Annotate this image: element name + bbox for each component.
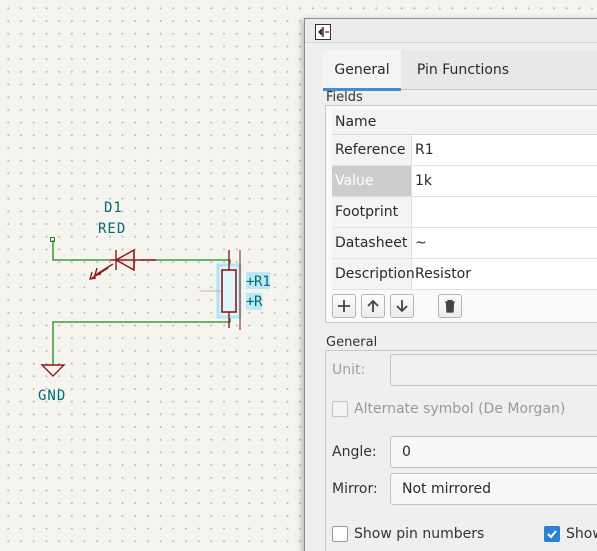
- tab-general[interactable]: General: [323, 50, 401, 91]
- field-name-cell[interactable]: Reference: [332, 135, 412, 165]
- field-value-cell[interactable]: Resistor: [415, 266, 471, 282]
- delete-field-icon: [445, 299, 455, 313]
- move-up-icon: [367, 299, 379, 312]
- resistor-symbol[interactable]: [200, 250, 242, 330]
- show-pin-names-label: Show: [566, 526, 597, 542]
- field-value-cell[interactable]: 1k: [412, 166, 597, 196]
- diode-reference-label[interactable]: D1: [104, 200, 123, 216]
- wires[interactable]: [52, 240, 231, 365]
- add-field-button[interactable]: [332, 294, 356, 318]
- field-name-cell[interactable]: Description: [332, 259, 415, 289]
- wire-diode-anode[interactable]: [52, 240, 110, 261]
- led-symbol[interactable]: [89, 248, 156, 280]
- unconnected-terminal[interactable]: [50, 237, 55, 242]
- alternate-symbol-label: Alternate symbol (De Morgan): [354, 401, 566, 417]
- table-row[interactable]: Reference R1: [332, 135, 597, 166]
- mirror-label: Mirror:: [332, 481, 378, 497]
- ground-symbol[interactable]: [40, 364, 66, 377]
- wire-resistor-ground[interactable]: [52, 312, 231, 365]
- table-row[interactable]: Value 1k: [332, 166, 597, 197]
- ground-label[interactable]: GND: [38, 388, 66, 404]
- resistor-value-label-highlight: [246, 293, 262, 310]
- column-header-name[interactable]: Name: [332, 110, 597, 134]
- tab-pin-functions[interactable]: Pin Functions: [416, 62, 510, 78]
- field-name-cell[interactable]: Value: [332, 166, 412, 196]
- move-down-button[interactable]: [390, 294, 414, 318]
- show-pin-numbers-label: Show pin numbers: [354, 526, 485, 542]
- table-row[interactable]: Footprint: [332, 197, 597, 228]
- field-name-cell[interactable]: Datasheet: [332, 228, 412, 258]
- delete-field-button[interactable]: [438, 294, 462, 318]
- show-pin-numbers-row[interactable]: Show pin numbers: [332, 526, 484, 542]
- move-up-button[interactable]: [361, 294, 385, 318]
- checkmark-icon: [547, 530, 557, 539]
- show-pin-names-row[interactable]: Show: [544, 526, 597, 542]
- kicad-symbol-editor-icon: [315, 24, 331, 40]
- fields-group-label: Fields: [326, 90, 363, 105]
- angle-select[interactable]: 0: [390, 436, 597, 468]
- table-row[interactable]: Description Resistor: [332, 259, 597, 290]
- resistor-reference-label[interactable]: R1: [254, 274, 271, 290]
- resistor-ref-label-highlight: [246, 272, 270, 289]
- angle-label: Angle:: [332, 444, 377, 460]
- table-row[interactable]: Datasheet ~: [332, 228, 597, 259]
- general-group: Unit: Alternate symbol (De Morgan) Angle…: [325, 350, 597, 551]
- symbol-properties-dialog: General Pin Functions Fields Name Refere…: [304, 18, 597, 551]
- unit-select[interactable]: [390, 354, 597, 386]
- unit-label: Unit:: [332, 362, 366, 378]
- mirror-select[interactable]: Not mirrored: [390, 473, 597, 505]
- alternate-symbol-checkbox-row[interactable]: Alternate symbol (De Morgan): [332, 401, 565, 417]
- fields-table[interactable]: Name Reference R1 Value 1k Footprint Dat…: [332, 110, 597, 290]
- fields-group: Name Reference R1 Value 1k Footprint Dat…: [325, 105, 597, 323]
- field-value-cell[interactable]: R1: [415, 142, 434, 158]
- tab-bar: General Pin Functions: [323, 50, 597, 91]
- diode-value-label[interactable]: RED: [98, 221, 126, 237]
- show-pin-names-checkbox[interactable]: [544, 526, 560, 542]
- resistor-ref-plus: +: [246, 274, 254, 290]
- move-down-icon: [396, 300, 408, 313]
- general-group-label: General: [326, 335, 378, 350]
- resistor-value-label[interactable]: R: [254, 294, 263, 310]
- show-pin-numbers-checkbox[interactable]: [332, 526, 348, 542]
- fields-table-header: Name: [332, 110, 597, 135]
- resistor-value-plus: +: [246, 294, 254, 310]
- dialog-titlebar[interactable]: [305, 19, 597, 43]
- add-field-icon: [338, 300, 350, 312]
- alternate-symbol-checkbox[interactable]: [332, 401, 348, 417]
- field-value-cell[interactable]: ~: [415, 235, 427, 251]
- field-name-cell[interactable]: Footprint: [332, 197, 412, 227]
